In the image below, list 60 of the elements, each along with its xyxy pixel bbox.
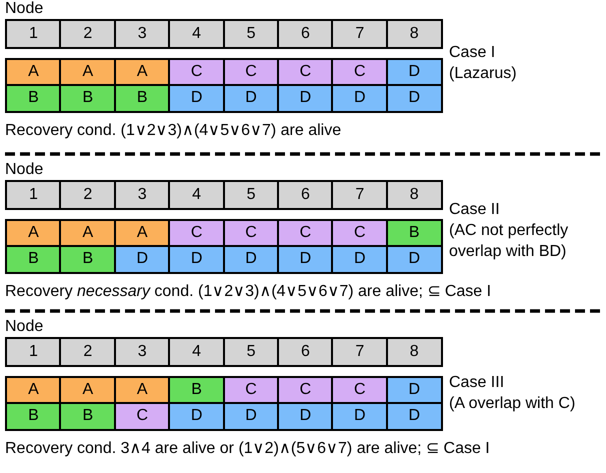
state-cell: D — [331, 402, 388, 430]
node-number-cell: 5 — [222, 19, 280, 49]
case-title: Case III — [449, 373, 506, 393]
state-cell: D — [222, 84, 280, 112]
node-number-cell: 4 — [168, 180, 226, 210]
node-number-cell: 5 — [222, 180, 280, 210]
node-number-cell: 7 — [331, 19, 388, 49]
state-cell: B — [5, 402, 62, 430]
state-cell: D — [277, 245, 334, 274]
state-cell: B — [59, 402, 116, 430]
node-number-cell: 8 — [386, 180, 443, 210]
state-cell: B — [5, 84, 62, 112]
node-number-cell: 3 — [114, 337, 171, 367]
state-cell: D — [331, 245, 388, 274]
node-number-cell: 6 — [277, 180, 334, 210]
row-heading: Node — [5, 319, 44, 335]
state-cell: D — [168, 84, 226, 112]
node-number-cell: 7 — [331, 180, 388, 210]
case-description: (A overlap with C) — [449, 394, 576, 414]
state-cell: D — [386, 245, 443, 274]
state-cell: D — [222, 245, 280, 274]
node-number-cell: 3 — [114, 180, 171, 210]
state-cell: B — [59, 245, 116, 274]
case-description: (Lazarus) — [449, 64, 518, 84]
node-number-cell: 2 — [59, 337, 116, 367]
node-number-cell: 4 — [168, 337, 226, 367]
node-number-cell: 8 — [386, 19, 443, 49]
state-cell: D — [386, 84, 443, 112]
node-number-cell: 2 — [59, 180, 116, 210]
state-cell: D — [277, 402, 334, 430]
node-number-cell: 3 — [114, 19, 171, 49]
node-number-cell: 4 — [168, 19, 226, 49]
case-title: Case II — [449, 200, 501, 220]
row-heading: Node — [5, 162, 44, 178]
node-number-cell: 5 — [222, 337, 280, 367]
state-cell: D — [168, 402, 226, 430]
node-number-cell: 1 — [5, 19, 62, 49]
node-number-cell: 8 — [386, 337, 443, 367]
node-number-cell: 7 — [331, 337, 388, 367]
state-cell: D — [114, 245, 171, 274]
row-heading: Node — [5, 1, 44, 17]
state-cell: B — [5, 245, 62, 274]
state-cell: D — [386, 402, 443, 430]
node-number-cell: 6 — [277, 19, 334, 49]
recovery-condition: Recovery necessary cond. (1∨2∨3)∧(4∨5∨6∨7) are alive; ⊆ Case I — [5, 284, 492, 300]
state-cell: B — [59, 84, 116, 112]
node-number-cell: 1 — [5, 180, 62, 210]
state-cell: B — [114, 84, 171, 112]
case-title: Case I — [449, 43, 496, 63]
state-cell: D — [277, 84, 334, 112]
state-cell: D — [222, 402, 280, 430]
node-number-cell: 6 — [277, 337, 334, 367]
node-number-cell: 2 — [59, 19, 116, 49]
node-number-cell: 1 — [5, 337, 62, 367]
state-cell: C — [114, 402, 171, 430]
recovery-condition: Recovery cond. (1∨2∨3)∧(4∨5∨6∨7) are alive — [5, 123, 342, 139]
recovery-condition: Recovery cond. 3∧4 are alive or (1∨2)∧(5∨6∨7) are alive; ⊆ Case I — [5, 441, 490, 457]
state-cell: D — [168, 245, 226, 274]
case-description: (AC not perfectly overlap with BD) — [449, 221, 570, 262]
state-cell: D — [331, 84, 388, 112]
